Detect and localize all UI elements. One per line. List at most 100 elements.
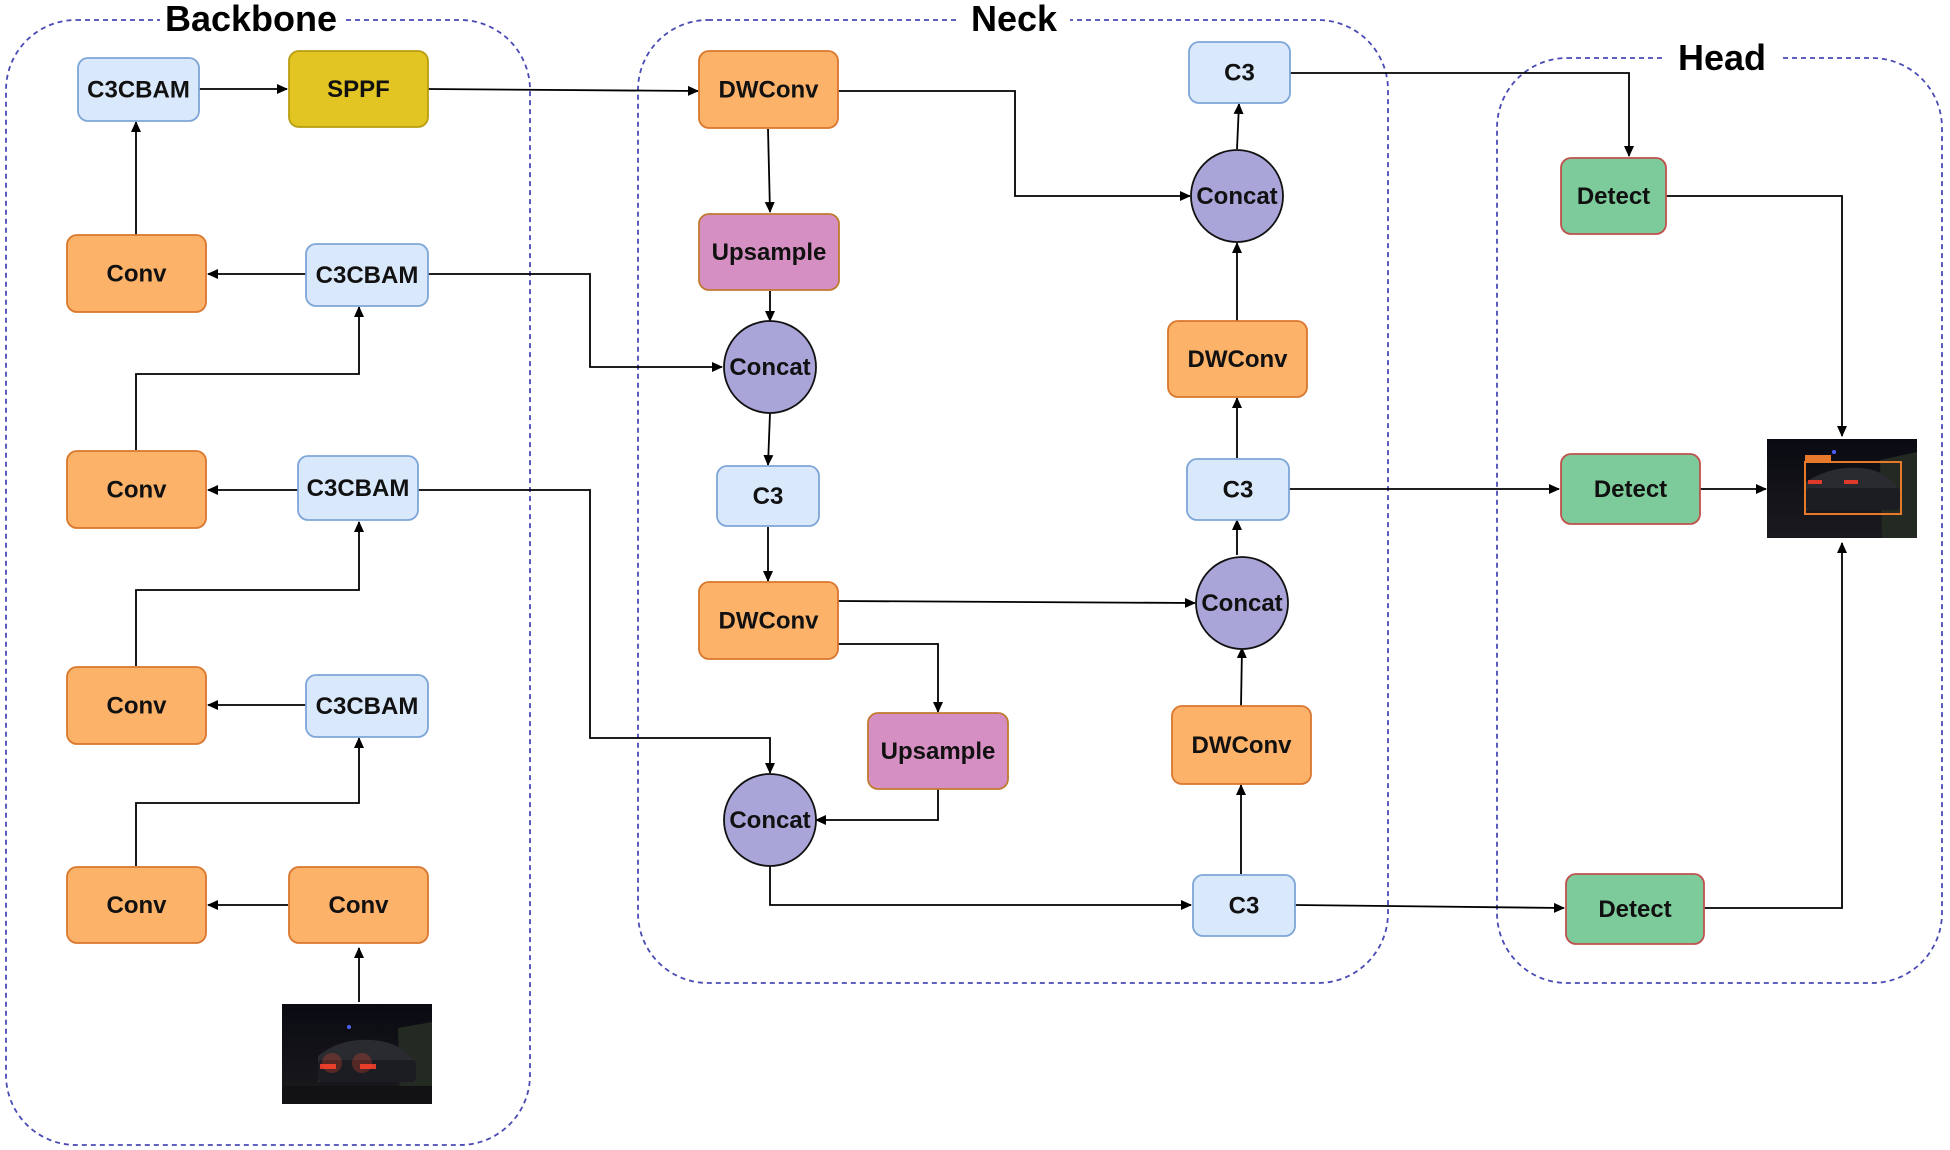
node-label: DWConv bbox=[1188, 346, 1289, 373]
edge-c3-bottom-to-detect3 bbox=[1294, 902, 1565, 913]
node-label: Conv bbox=[329, 892, 390, 919]
backbone-title: Backbone bbox=[165, 0, 337, 39]
node-h-detect-1: Detect bbox=[1560, 157, 1667, 235]
node-b-conv-3: Conv bbox=[66, 666, 207, 745]
node-n-dwconv-1: DWConv bbox=[698, 50, 839, 129]
edge-c3-top-to-detect1 bbox=[1290, 72, 1634, 157]
node-b-c3cbam-1: C3CBAM bbox=[305, 243, 429, 307]
edge-conv4-to-c3cbam3 bbox=[135, 737, 364, 866]
box-node-shape bbox=[698, 581, 839, 660]
node-b-conv-1: Conv bbox=[66, 234, 207, 313]
node-label: Concat bbox=[729, 354, 810, 381]
box-node-shape bbox=[66, 450, 207, 529]
node-n-dwconv-2: DWConv bbox=[698, 581, 839, 660]
node-label: Conv bbox=[107, 261, 168, 288]
box-node-shape bbox=[1186, 458, 1290, 521]
node-label: C3 bbox=[753, 483, 784, 510]
node-b-conv-5: Conv bbox=[288, 866, 429, 944]
edge-dwconv1-to-upsample1 bbox=[764, 128, 775, 213]
node-label: DWConv bbox=[719, 608, 820, 635]
node-b-c3cbam-3: C3CBAM bbox=[305, 674, 429, 738]
box-node-shape bbox=[305, 674, 429, 738]
edge-detect3-to-output bbox=[1704, 542, 1847, 909]
edge-c3cbam2-to-concat2 bbox=[418, 489, 775, 774]
circle-node-shape bbox=[1195, 556, 1289, 650]
output-image bbox=[1767, 439, 1917, 538]
node-n-concat-2: Concat bbox=[723, 773, 817, 867]
neck-title: Neck bbox=[971, 0, 1058, 39]
head-title: Head bbox=[1678, 37, 1766, 78]
box-node-shape bbox=[1560, 453, 1701, 525]
circle-node-shape bbox=[1190, 149, 1284, 243]
node-label: DWConv bbox=[719, 77, 820, 104]
box-node-shape bbox=[77, 57, 200, 122]
edge-dwconv-r2-to-concat-mid bbox=[1236, 647, 1247, 707]
node-n-c3-bottom: C3 bbox=[1192, 874, 1296, 937]
edge-dwconv1-to-concat-top bbox=[838, 90, 1191, 201]
box-node-shape bbox=[698, 50, 839, 129]
box-node-shape bbox=[66, 234, 207, 313]
box-node-shape bbox=[867, 712, 1009, 790]
node-label: Conv bbox=[107, 892, 168, 919]
node-label: Conv bbox=[107, 693, 168, 720]
node-label: Detect bbox=[1598, 896, 1671, 923]
node-label: Detect bbox=[1577, 183, 1650, 210]
node-label: C3CBAM bbox=[316, 262, 419, 289]
node-label: C3 bbox=[1223, 477, 1254, 504]
box-node-shape bbox=[716, 465, 820, 527]
edge-dwconv2-to-concat-mid bbox=[837, 597, 1196, 608]
box-node-shape bbox=[1171, 705, 1312, 785]
edge-concat-top-to-c3-top bbox=[1233, 103, 1244, 150]
node-n-dwconv-r2: DWConv bbox=[1171, 705, 1312, 785]
node-n-concat-1: Concat bbox=[723, 320, 817, 414]
box-node-shape bbox=[66, 866, 207, 944]
box-node-shape bbox=[1192, 874, 1296, 937]
node-b-c3cbam-2: C3CBAM bbox=[297, 455, 419, 521]
neck-group: Neck bbox=[637, 0, 1389, 984]
edge-concat2-to-c3-bottom bbox=[769, 866, 1192, 910]
box-node-shape bbox=[288, 866, 429, 944]
node-n-c3-1: C3 bbox=[716, 465, 820, 527]
node-label: Upsample bbox=[712, 239, 827, 266]
connector-layer bbox=[131, 72, 1847, 1002]
box-node-shape bbox=[1565, 873, 1705, 945]
box-node-shape bbox=[297, 455, 419, 521]
node-h-detect-3: Detect bbox=[1565, 873, 1705, 945]
node-n-concat-mid: Concat bbox=[1195, 556, 1289, 650]
edge-conv3-to-c3cbam2 bbox=[135, 521, 364, 666]
edge-concat1-to-c3 bbox=[763, 412, 774, 466]
node-label: Conv bbox=[107, 477, 168, 504]
box-node-shape bbox=[66, 666, 207, 745]
circle-node-shape bbox=[723, 773, 817, 867]
node-label: Upsample bbox=[881, 738, 996, 765]
node-label: C3CBAM bbox=[316, 693, 419, 720]
edge-conv2-to-c3cbam1 bbox=[135, 306, 364, 450]
node-label: C3 bbox=[1224, 60, 1255, 87]
box-node-shape bbox=[288, 50, 429, 128]
node-label: Detect bbox=[1594, 476, 1667, 503]
backbone-group: Backbone bbox=[5, 0, 531, 1146]
node-label: DWConv bbox=[1192, 732, 1293, 759]
node-b-conv-2: Conv bbox=[66, 450, 207, 529]
node-h-detect-2: Detect bbox=[1560, 453, 1701, 525]
node-n-upsample-1: Upsample bbox=[698, 213, 840, 291]
node-n-upsample-2: Upsample bbox=[867, 712, 1009, 790]
edge-dwconv2-to-upsample2 bbox=[838, 643, 943, 713]
box-node-shape bbox=[1560, 157, 1667, 235]
node-label: C3CBAM bbox=[307, 475, 410, 502]
edge-sppf-to-dwconv1 bbox=[427, 85, 699, 96]
edge-c3cbam1-to-concat1 bbox=[428, 273, 723, 372]
node-label: Concat bbox=[729, 807, 810, 834]
box-node-shape bbox=[698, 213, 840, 291]
node-b-c3cbam-top: C3CBAM bbox=[77, 57, 200, 122]
node-n-c3-top: C3 bbox=[1188, 41, 1291, 104]
node-label: SPPF bbox=[327, 76, 390, 103]
head-group: Head bbox=[1496, 37, 1943, 984]
box-node-shape bbox=[1188, 41, 1291, 104]
box-node-shape bbox=[1167, 320, 1308, 398]
node-label: Concat bbox=[1196, 183, 1277, 210]
node-label: C3CBAM bbox=[87, 77, 190, 104]
